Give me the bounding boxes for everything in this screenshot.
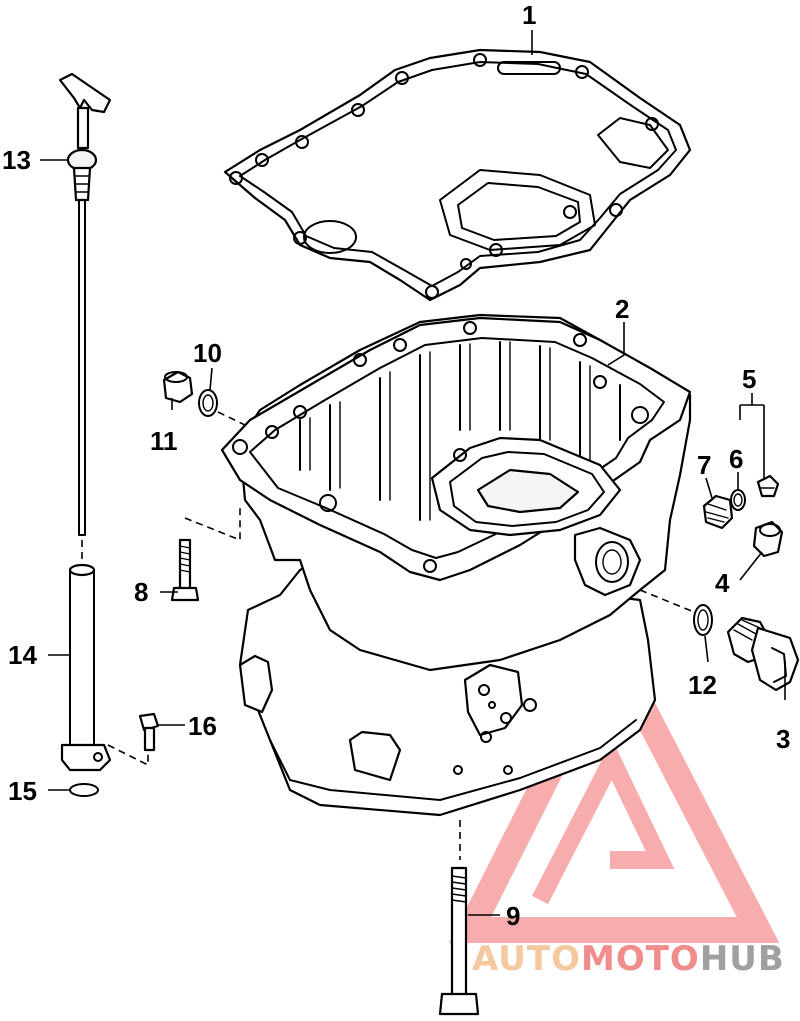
callout-7: 7 [697, 450, 711, 480]
dipstick-part-13 [58, 72, 112, 536]
o-ring-part-15 [69, 783, 99, 797]
callout-1: 1 [522, 0, 536, 30]
watermark-triangle-icon [448, 619, 780, 943]
watermark-auto: AUTO [472, 939, 581, 979]
callout-labels: 1 2 3 4 5 6 7 8 9 10 11 12 13 14 15 16 [2, 0, 790, 931]
small-screw-part-5 [756, 474, 780, 498]
watermark-text: AUTOMOTOHUB [472, 939, 785, 979]
drain-plug-part [726, 616, 800, 692]
long-bolt-part-9 [438, 866, 480, 1016]
callout-10: 10 [193, 338, 222, 368]
o-ring-part-6 [730, 489, 746, 511]
plug-part-4 [752, 520, 784, 558]
washer-part-10 [198, 389, 218, 417]
callout-3: 3 [776, 724, 790, 754]
watermark-inner-mark-icon [531, 739, 675, 905]
watermark-hub: HUB [700, 939, 785, 979]
adapter-part-7 [702, 494, 734, 530]
callout-12: 12 [688, 670, 717, 700]
callout-2: 2 [615, 294, 629, 324]
guide-tube-part-14 [60, 563, 112, 772]
callout-11: 11 [150, 426, 178, 456]
gasket-part [223, 48, 692, 302]
callout-9: 9 [506, 901, 520, 931]
o-ring-part-12 [693, 604, 713, 636]
callout-6: 6 [729, 444, 743, 474]
oil-pan-part [220, 313, 692, 817]
cap-part-11 [162, 370, 194, 404]
watermark-moto: MOTO [581, 939, 700, 979]
callout-16: 16 [188, 711, 217, 741]
callout-5: 5 [742, 364, 756, 394]
callout-4: 4 [715, 568, 730, 598]
bolt-part-16 [138, 712, 160, 752]
callout-15: 15 [8, 776, 37, 806]
leader-lines [40, 30, 786, 916]
callout-14: 14 [8, 640, 37, 670]
callout-13: 13 [2, 145, 31, 175]
bolt-part-8 [170, 538, 200, 602]
watermark-logo [448, 619, 780, 943]
callout-8: 8 [134, 577, 148, 607]
